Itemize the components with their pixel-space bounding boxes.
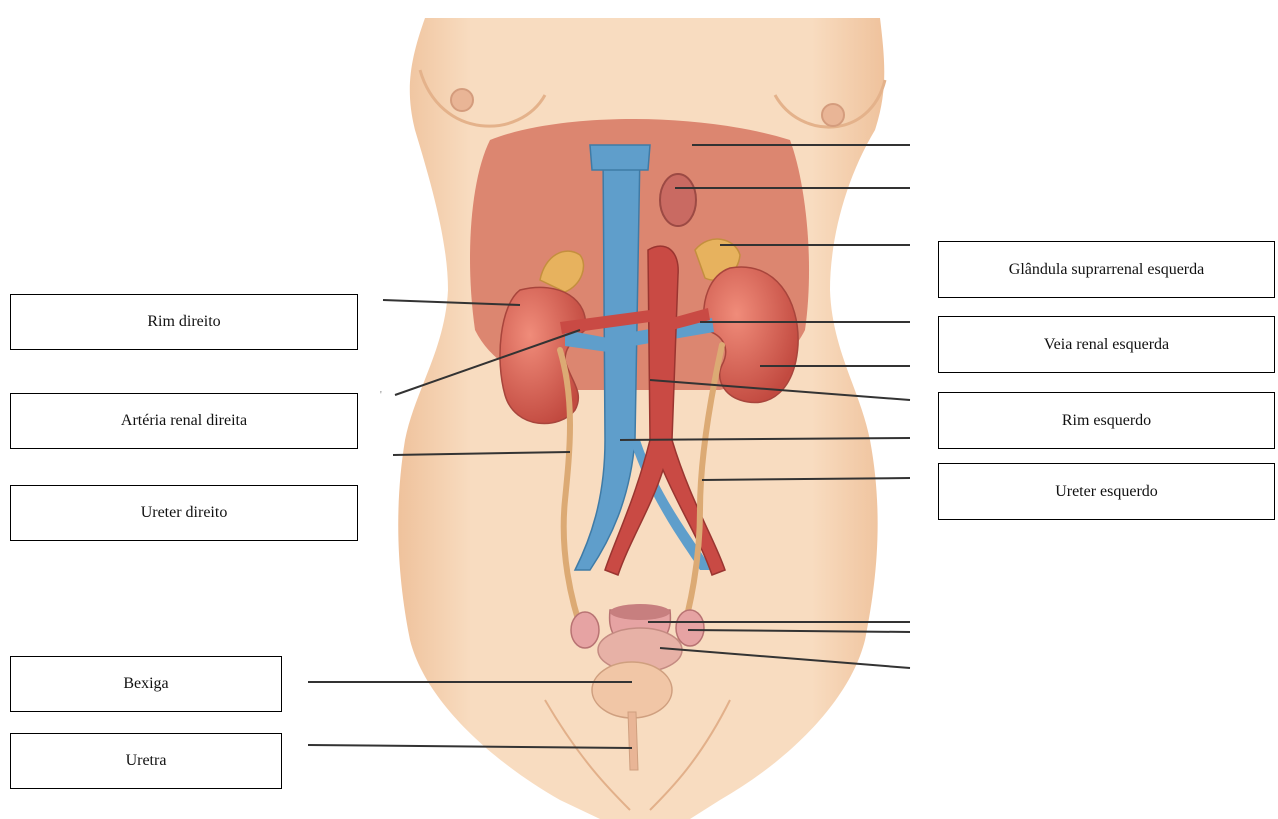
esophagus-opening [660, 174, 696, 226]
uterus-opening [610, 604, 670, 620]
nipple-right [451, 89, 473, 111]
label-rim-direito: Rim direito [10, 294, 358, 350]
label-ureter-esquerdo: Ureter esquerdo [938, 463, 1275, 520]
label-uretra: Uretra [10, 733, 282, 789]
tick-mark: ' [380, 390, 382, 401]
label-glandula-suprarrenal-esquerda: Glândula suprarrenal esquerda [938, 241, 1275, 298]
ovary-left [676, 610, 704, 646]
label-veia-renal-esquerda: Veia renal esquerda [938, 316, 1275, 373]
nipple-left [822, 104, 844, 126]
label-arteria-renal-direita: Artéria renal direita [10, 393, 358, 449]
label-rim-esquerdo: Rim esquerdo [938, 392, 1275, 449]
urethra [628, 712, 638, 770]
label-ureter-direito: Ureter direito [10, 485, 358, 541]
ovary-right [571, 612, 599, 648]
hepatic-vein-top [590, 145, 650, 170]
bladder [592, 662, 672, 718]
label-bexiga: Bexiga [10, 656, 282, 712]
